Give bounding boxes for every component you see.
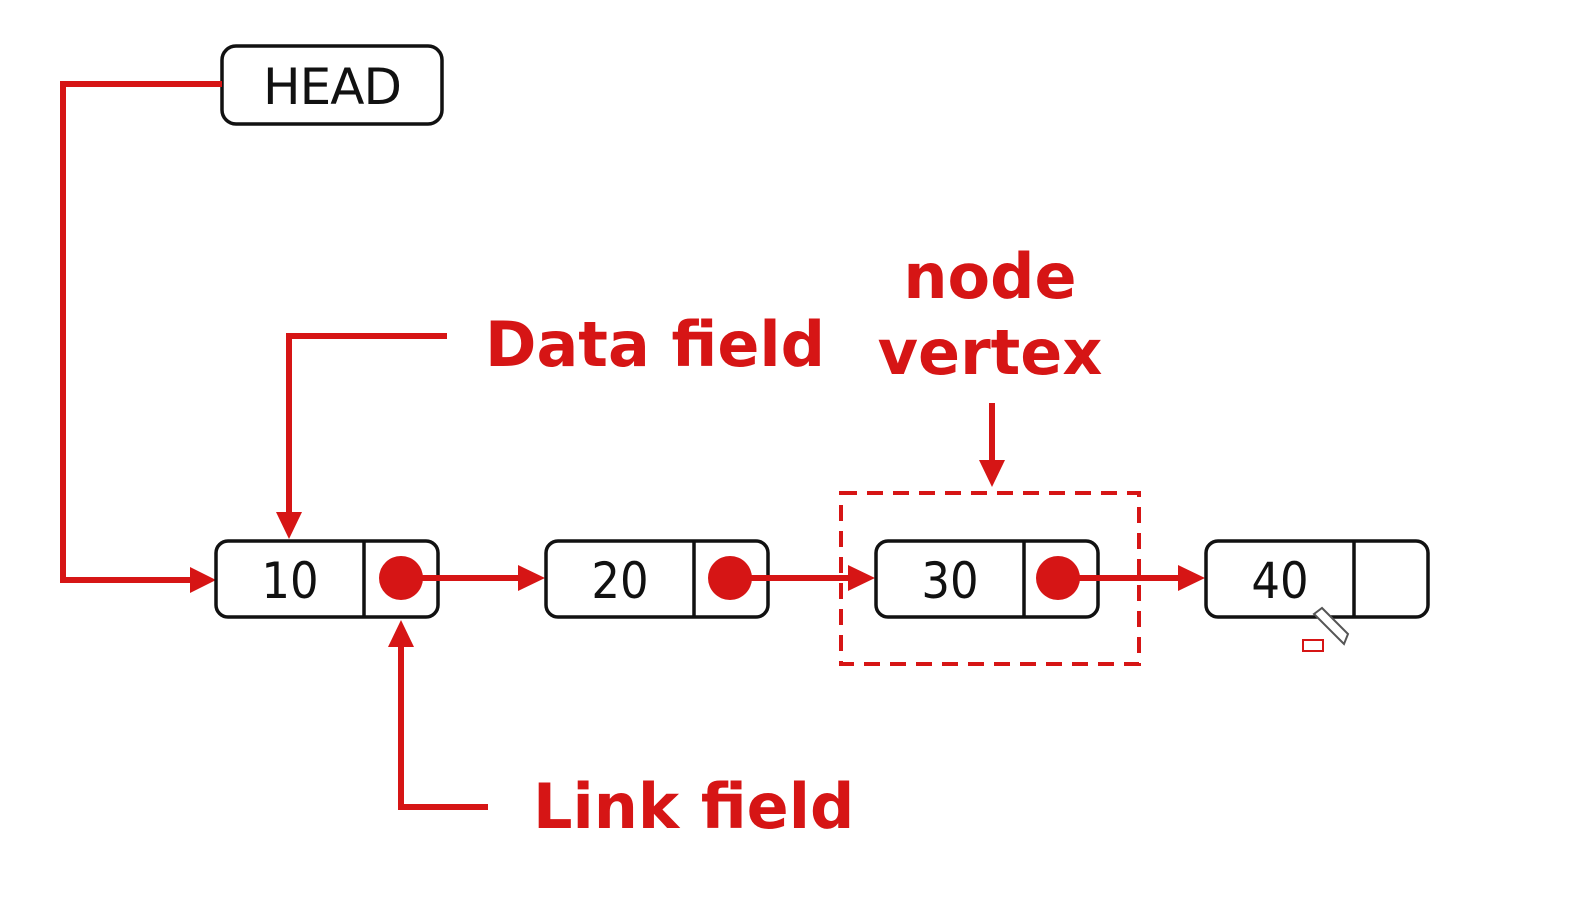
data-field-label: Data field: [485, 308, 825, 381]
node-3-value: 30: [921, 552, 978, 610]
node-label: node: [903, 240, 1076, 313]
pen-cursor-icon: [1302, 606, 1350, 652]
link-arrow-2-3: [730, 565, 875, 591]
head-pointer-arrow: [60, 81, 222, 593]
node-label-arrow: [979, 403, 1005, 487]
head-label: HEAD: [263, 58, 401, 116]
list-node-4: 40: [1204, 539, 1430, 619]
list-node-2: 20: [544, 539, 770, 619]
link-arrow-3-4: [1058, 565, 1205, 591]
node-1-value: 10: [261, 552, 318, 610]
vertex-label: vertex: [878, 316, 1103, 389]
head-pointer-box: HEAD: [220, 44, 444, 126]
link-field-label: Link field: [533, 770, 854, 843]
data-field-arrow: [276, 333, 447, 539]
node-2-value: 20: [591, 552, 648, 610]
link-arrow-1-2: [401, 565, 545, 591]
list-node-3: 30: [874, 539, 1100, 619]
link-field-arrow: [388, 620, 488, 810]
node-4-value: 40: [1251, 552, 1308, 610]
